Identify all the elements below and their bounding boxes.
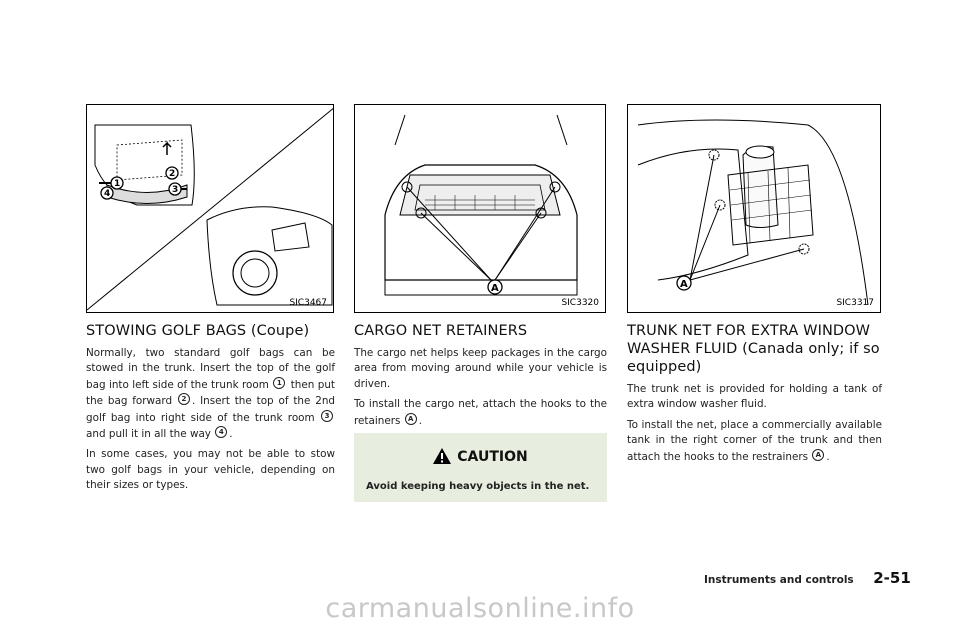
- callout-a: A: [812, 448, 825, 461]
- svg-text:A: A: [680, 279, 688, 290]
- golf-bag-illustration: 1 2 3 4: [87, 107, 333, 311]
- text: .: [229, 428, 233, 441]
- figure-code: SIC3467: [289, 298, 327, 308]
- heading-line: equipped): [627, 359, 702, 375]
- svg-text:2: 2: [169, 169, 175, 179]
- section-cargo-net: CARGO NET RETAINERS The cargo net helps …: [354, 322, 607, 434]
- section-heading: CARGO NET RETAINERS: [354, 323, 528, 339]
- footer-section: Instruments and controls: [704, 574, 854, 586]
- paragraph: To install the cargo net, attach the hoo…: [354, 397, 607, 429]
- paragraph: The cargo net helps keep packages in the…: [354, 347, 607, 390]
- text: . Insert the top of the 2nd golf bag int…: [86, 395, 335, 424]
- section-trunk-net: TRUNK NET FOR EXTRA WINDOW WASHER FLUID …: [627, 322, 882, 470]
- svg-text:1: 1: [114, 179, 120, 189]
- text: Normally, two standard golf bags can be …: [86, 347, 335, 391]
- page-number: 2-51: [873, 569, 911, 587]
- heading-line: TRUNK NET FOR EXTRA WINDOW: [627, 323, 871, 339]
- svg-text:4: 4: [104, 189, 110, 199]
- paragraph: In some cases, you may not be able to st…: [86, 448, 335, 492]
- figure-code: SIC3317: [836, 298, 874, 308]
- watermark: carmanualsonline.info: [325, 593, 635, 624]
- paragraph: The trunk net is provided for holding a …: [627, 383, 882, 411]
- section-heading: TRUNK NET FOR EXTRA WINDOW WASHER FLUID …: [627, 322, 882, 376]
- paragraph: To install the net, place a commercially…: [627, 418, 882, 465]
- svg-text:3: 3: [172, 185, 178, 195]
- text: then put the bag forward: [86, 378, 335, 408]
- figure-trunk-net: A SIC3317: [627, 104, 881, 313]
- text: .: [826, 450, 830, 463]
- callout-2: 2: [177, 393, 190, 406]
- callout-1: 1: [273, 376, 286, 389]
- paragraph: Normally, two standard golf bags can be …: [86, 346, 335, 442]
- warning-icon: [433, 448, 451, 464]
- caution-box: CAUTION Avoid keeping heavy objects in t…: [354, 433, 607, 502]
- caution-title: CAUTION: [457, 449, 528, 465]
- callout-a: A: [404, 412, 417, 425]
- callout-3: 3: [321, 409, 333, 422]
- heading-line: WASHER FLUID (Canada only; if so: [627, 341, 880, 357]
- svg-text:A: A: [491, 283, 499, 294]
- cargo-net-illustration: A: [384, 114, 578, 296]
- callout-4: 4: [215, 426, 228, 439]
- text: .: [418, 414, 423, 427]
- text: To install the cargo net, attach the hoo…: [354, 398, 607, 427]
- text: and pull it in all the way: [86, 428, 211, 441]
- page-footer: Instruments and controls 2-51: [704, 568, 911, 587]
- section-golf-bags: STOWING GOLF BAGS (Coupe) Normally, two …: [86, 322, 335, 499]
- figure-cargo-net: A SIC3320: [354, 104, 606, 313]
- text: To install the net, place a commercially…: [627, 418, 882, 463]
- section-heading: STOWING GOLF BAGS (Coupe): [86, 323, 310, 339]
- figure-code: SIC3320: [561, 298, 599, 308]
- caution-text: Avoid keeping heavy objects in the net.: [366, 481, 590, 492]
- trunk-net-illustration: A: [637, 119, 869, 306]
- figure-golf-bags: 1 2 3 4 SIC3467: [86, 104, 334, 313]
